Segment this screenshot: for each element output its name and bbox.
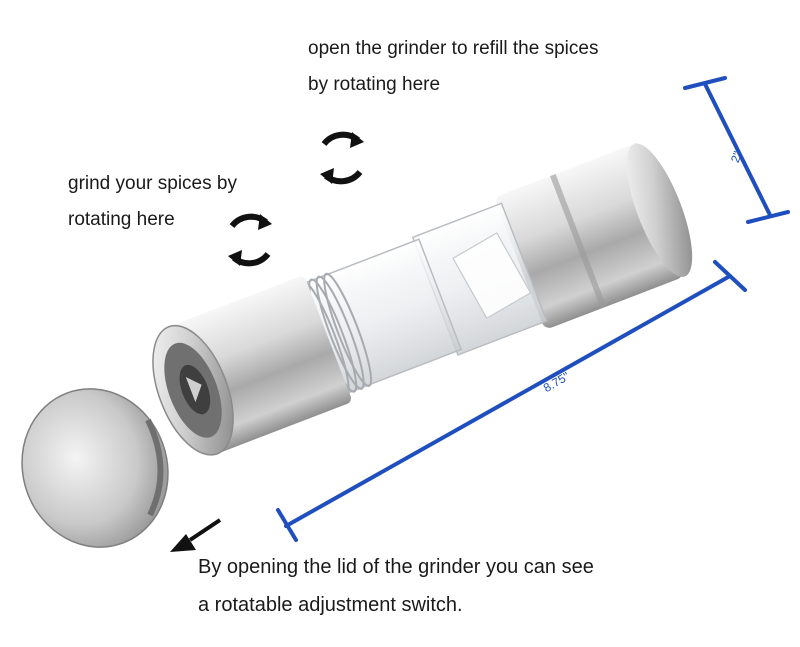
refill-caption-line-1: open the grinder to refill the spices: [308, 38, 599, 59]
grind-caption: grind your spices by rotating here: [68, 166, 237, 238]
rotate-arrows-icon: [228, 213, 272, 267]
inner-grinder-core: [452, 232, 532, 320]
top-cap-end: [626, 143, 693, 277]
diameter-dimension: [683, 76, 790, 224]
grind-caption-line-2: rotating here: [68, 209, 175, 230]
length-dimension: [276, 260, 747, 542]
lid-caption-line-1: By opening the lid of the grinder you ca…: [198, 556, 594, 578]
grinder-body: [152, 143, 693, 456]
lid-caption: By opening the lid of the grinder you ca…: [198, 548, 594, 624]
lid-caption-line-2: a rotatable adjustment switch.: [198, 594, 463, 616]
diameter-label: 2": [728, 149, 745, 164]
detached-lid: [21, 388, 169, 548]
burr-knob: [185, 376, 202, 403]
rotate-arrows-icon: [320, 131, 364, 185]
refill-caption: open the grinder to refill the spices by…: [308, 31, 598, 103]
length-label: 8.75": [541, 369, 572, 395]
arrow-down-left-icon: [170, 518, 222, 552]
refill-caption-line-2: by rotating here: [308, 74, 441, 95]
grind-caption-line-1: grind your spices by: [68, 173, 237, 194]
